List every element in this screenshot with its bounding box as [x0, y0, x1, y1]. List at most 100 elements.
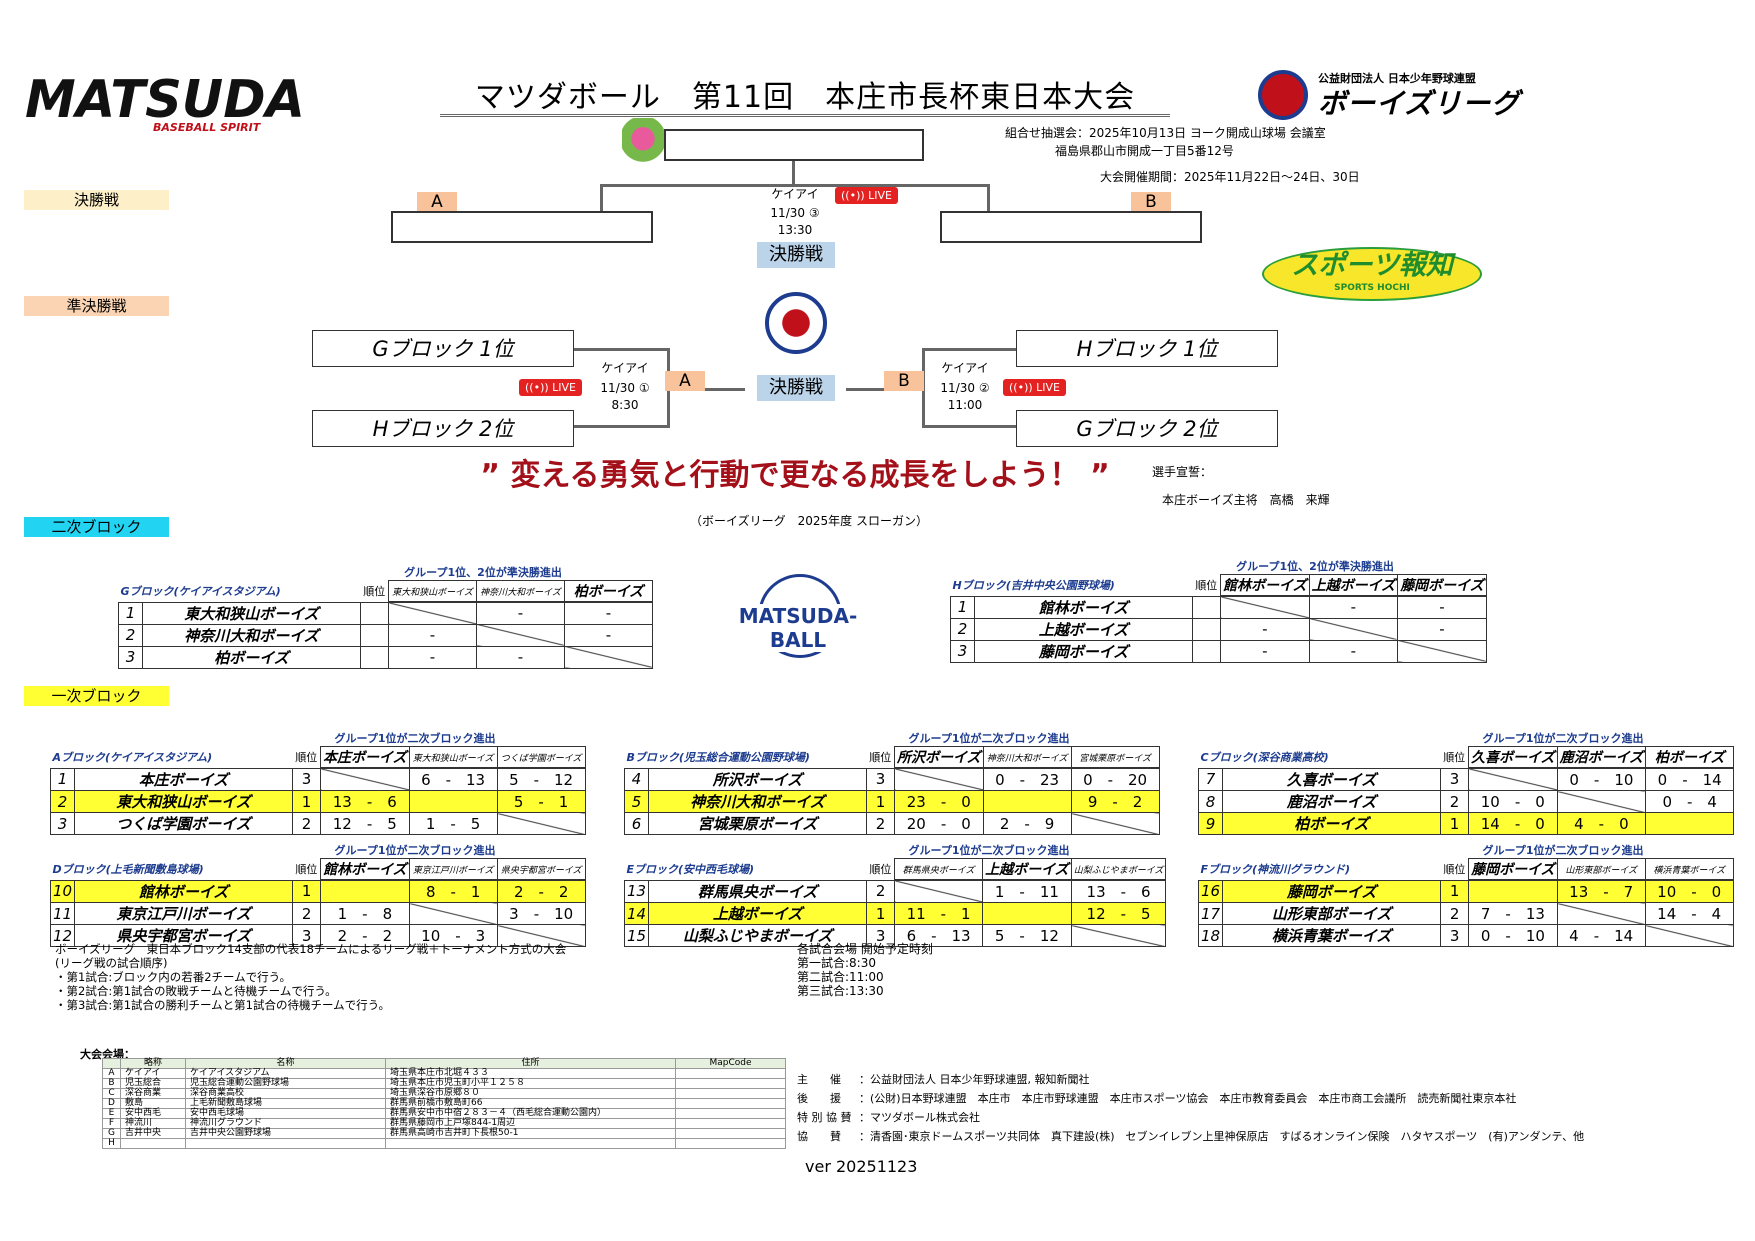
- block-header-row: Hブロック(吉井中央公園野球場)順位館林ボーイズ上越ボーイズ藤岡ボーイズ: [951, 574, 1487, 597]
- score-cell: 12 - 5: [320, 812, 410, 835]
- team-number: 2: [950, 617, 975, 641]
- team-number: 10: [49, 879, 76, 903]
- semi-a-time: 8:30: [611, 398, 639, 412]
- venue-cell: 上毛新聞敷島球場: [185, 1098, 386, 1109]
- score-cell: 2 - 9: [982, 812, 1072, 835]
- final-live-button[interactable]: ((•)) LIVE: [835, 187, 899, 204]
- opponent-header: 鹿沼ボーイズ: [1556, 746, 1647, 769]
- score-cell: -: [1220, 639, 1310, 663]
- block-table: Aブロック(ケイアイスタジアム)順位本庄ボーイズ東大和狭山ボーイズつくば学園ボー…: [50, 746, 586, 835]
- final-game-info: ケイアイ 11/30 ③ 13:30: [760, 186, 830, 239]
- block-table: Gブロック(ケイアイスタジアム)順位東大和狭山ボーイズ神奈川大和ボーイズ柏ボーイ…: [118, 580, 653, 669]
- semi-b-date: 11/30 ②: [940, 381, 990, 395]
- venue-cell: 敷島: [120, 1098, 186, 1109]
- score-cell: 1 - 8: [320, 902, 410, 925]
- score-cell: -: [476, 645, 565, 669]
- team-rank: 1: [292, 879, 322, 903]
- self-match-cell: [476, 623, 565, 647]
- semi-a-top: Gブロック 1位: [312, 330, 574, 367]
- semi-a-bottom: Hブロック 2位: [312, 410, 574, 447]
- block-caption: グループ1位が二次ブロック進出: [908, 844, 1070, 857]
- score-cell: 0 - 10: [1556, 767, 1647, 791]
- score-cell: 0 - 23: [982, 767, 1072, 791]
- opponent-header: 横浜青葉ボーイズ: [1644, 858, 1734, 881]
- team-number: 11: [49, 902, 76, 925]
- team-name: 東大和狭山ボーイズ: [142, 601, 361, 625]
- venue-cell: [675, 1068, 786, 1079]
- block-header-row: Eブロック(安中西毛球場)順位群馬県央ボーイズ上越ボーイズ山梨ふじやまボーイズ: [625, 858, 1167, 881]
- semi-a-live-label: LIVE: [552, 381, 577, 394]
- semi-final-label: 決勝戦: [757, 375, 835, 401]
- team-name: 本庄ボーイズ: [74, 767, 293, 791]
- team-name: 所沢ボーイズ: [648, 767, 867, 791]
- team-number: 1: [118, 601, 143, 625]
- block-caption: グループ1位が二次ブロック進出: [1482, 844, 1644, 857]
- team-rank: 2: [866, 879, 896, 903]
- score-cell: -: [476, 601, 565, 625]
- block-table: Bブロック(児玉総合運動公園野球場)順位所沢ボーイズ神奈川大和ボーイズ宮城栗原ボ…: [624, 746, 1160, 835]
- score-cell: -: [388, 623, 477, 647]
- opponent-header: 宮城栗原ボーイズ: [1070, 746, 1160, 769]
- team-rank: 3: [1440, 924, 1470, 947]
- venue-cell: 深谷商業: [120, 1088, 186, 1099]
- team-rank: 1: [866, 790, 895, 813]
- sponsor-row: 後 援：(公財)日本野球連盟 本庄市 本庄市野球連盟 本庄市スポーツ協会 本庄市…: [797, 1089, 1584, 1108]
- team-name: 東大和狭山ボーイズ: [74, 790, 293, 813]
- self-match-cell: [1468, 879, 1558, 903]
- block-header-row: Gブロック(ケイアイスタジアム)順位東大和狭山ボーイズ神奈川大和ボーイズ柏ボーイ…: [119, 580, 653, 603]
- sponsor-label: 主 催: [797, 1073, 841, 1086]
- venue-cell: 吉井中央: [120, 1128, 186, 1139]
- final-venue: ケイアイ: [771, 187, 819, 201]
- draw-info: 組合せ抽選会：2025年10月13日 ヨーク開成山球場 会議室: [1005, 126, 1326, 140]
- score-cell: 8 - 1: [408, 879, 498, 903]
- team-rank: 1: [1440, 879, 1470, 903]
- block-name: Dブロック(上毛新聞敷島球場): [52, 863, 204, 876]
- final-stem: [792, 161, 795, 185]
- team-number: 2: [50, 790, 75, 813]
- self-match-cell: [1397, 639, 1487, 663]
- team-number: 12: [49, 924, 76, 947]
- sports-hochi-logo: スポーツ報知 SPORTS HOCHI: [1262, 247, 1482, 301]
- venue-cell: [385, 1138, 676, 1149]
- score-cell: 3 - 10: [496, 902, 586, 925]
- venue-cell: 群馬県藤岡市上戸塚844-1周辺: [385, 1118, 676, 1129]
- boys-league-emblem: [1258, 70, 1308, 120]
- team-name: 鹿沼ボーイズ: [1222, 790, 1441, 813]
- block-header-row: Dブロック(上毛新聞敷島球場)順位館林ボーイズ東京江戸川ボーイズ県央宇都宮ボーイ…: [51, 858, 586, 881]
- venue-cell: 安中西毛: [120, 1108, 186, 1119]
- final-b-tag: B: [1131, 192, 1171, 212]
- semi-b-info: ケイアイ 11/30 ② 11:00: [930, 360, 1000, 414]
- team-rank: 2: [292, 902, 322, 925]
- final-live-label: LIVE: [868, 189, 893, 202]
- team-name: 藤岡ボーイズ: [974, 639, 1193, 663]
- venue-cell: 埼玉県本庄市児玉町小平１２５８: [385, 1078, 676, 1089]
- team-rank: 3: [866, 767, 895, 791]
- score-cell: 5 - 12: [496, 767, 586, 791]
- semi-b-live-button[interactable]: ((•)) LIVE: [1003, 379, 1067, 396]
- team-number: 5: [624, 790, 649, 813]
- note-line: (リーグ戦の試合順序): [55, 956, 168, 970]
- venue-cell: 群馬県前橋市敷島町66: [385, 1098, 676, 1109]
- team-rank: 2: [1440, 790, 1469, 813]
- semi-a-live-button[interactable]: ((•)) LIVE: [519, 379, 583, 396]
- version: ver 20251123: [805, 1157, 918, 1176]
- semi-b-live-label: LIVE: [1036, 381, 1061, 394]
- tournament-emblem: [765, 292, 827, 354]
- venue-cell: [675, 1118, 786, 1129]
- self-match-cell: [408, 902, 498, 925]
- team-number: 4: [624, 767, 649, 791]
- team-number: 3: [50, 812, 75, 835]
- self-match-cell: [982, 902, 1072, 925]
